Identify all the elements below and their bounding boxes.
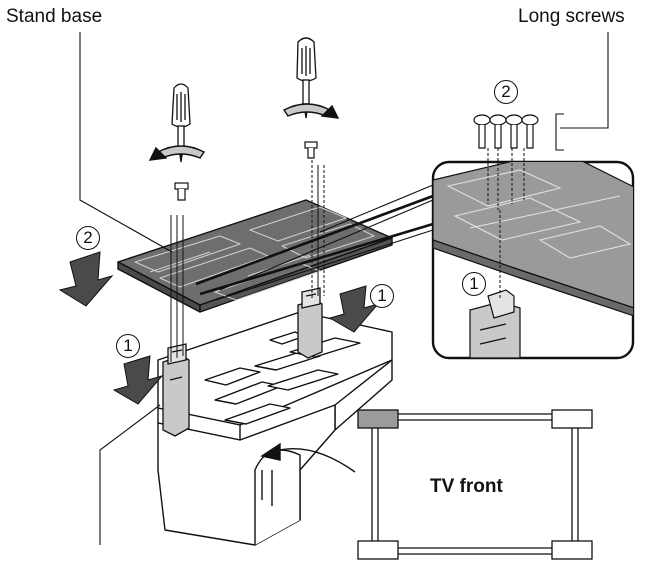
down-arrow-left-post-icon: [112, 355, 164, 405]
packing-box: [157, 311, 393, 546]
screwdriver-left: [171, 83, 191, 163]
long-screws-icon: [473, 114, 539, 149]
detail-inset: [431, 148, 635, 360]
screw-left: [174, 182, 189, 201]
step-1-inset-marker: 1: [462, 272, 486, 296]
stand-post-right: [297, 287, 323, 359]
tv-front-label: TV front: [430, 476, 503, 497]
step-1-right-marker: 1: [370, 284, 394, 308]
rotate-arrow-right-icon: [282, 103, 340, 119]
down-arrow-plate-icon: [58, 251, 114, 307]
tv-front-frame: [357, 409, 593, 560]
callout-lines: [79, 32, 609, 545]
screwdriver-right: [296, 37, 317, 119]
curved-arrow-icon: [260, 442, 356, 473]
long-screws-label: Long screws: [518, 6, 625, 27]
screw-right: [304, 141, 318, 159]
callout-lines-bold: [195, 194, 434, 296]
stand-post-left: [162, 343, 190, 437]
step-2-screws-marker: 2: [494, 80, 518, 104]
rotate-arrow-left-icon: [148, 145, 206, 161]
step-1-left-marker: 1: [116, 334, 140, 358]
alignment-guides: [170, 150, 325, 362]
stand-base-label: Stand base: [6, 6, 103, 27]
down-arrow-right-post-icon: [328, 285, 380, 333]
step-2-plate-marker: 2: [76, 226, 100, 250]
